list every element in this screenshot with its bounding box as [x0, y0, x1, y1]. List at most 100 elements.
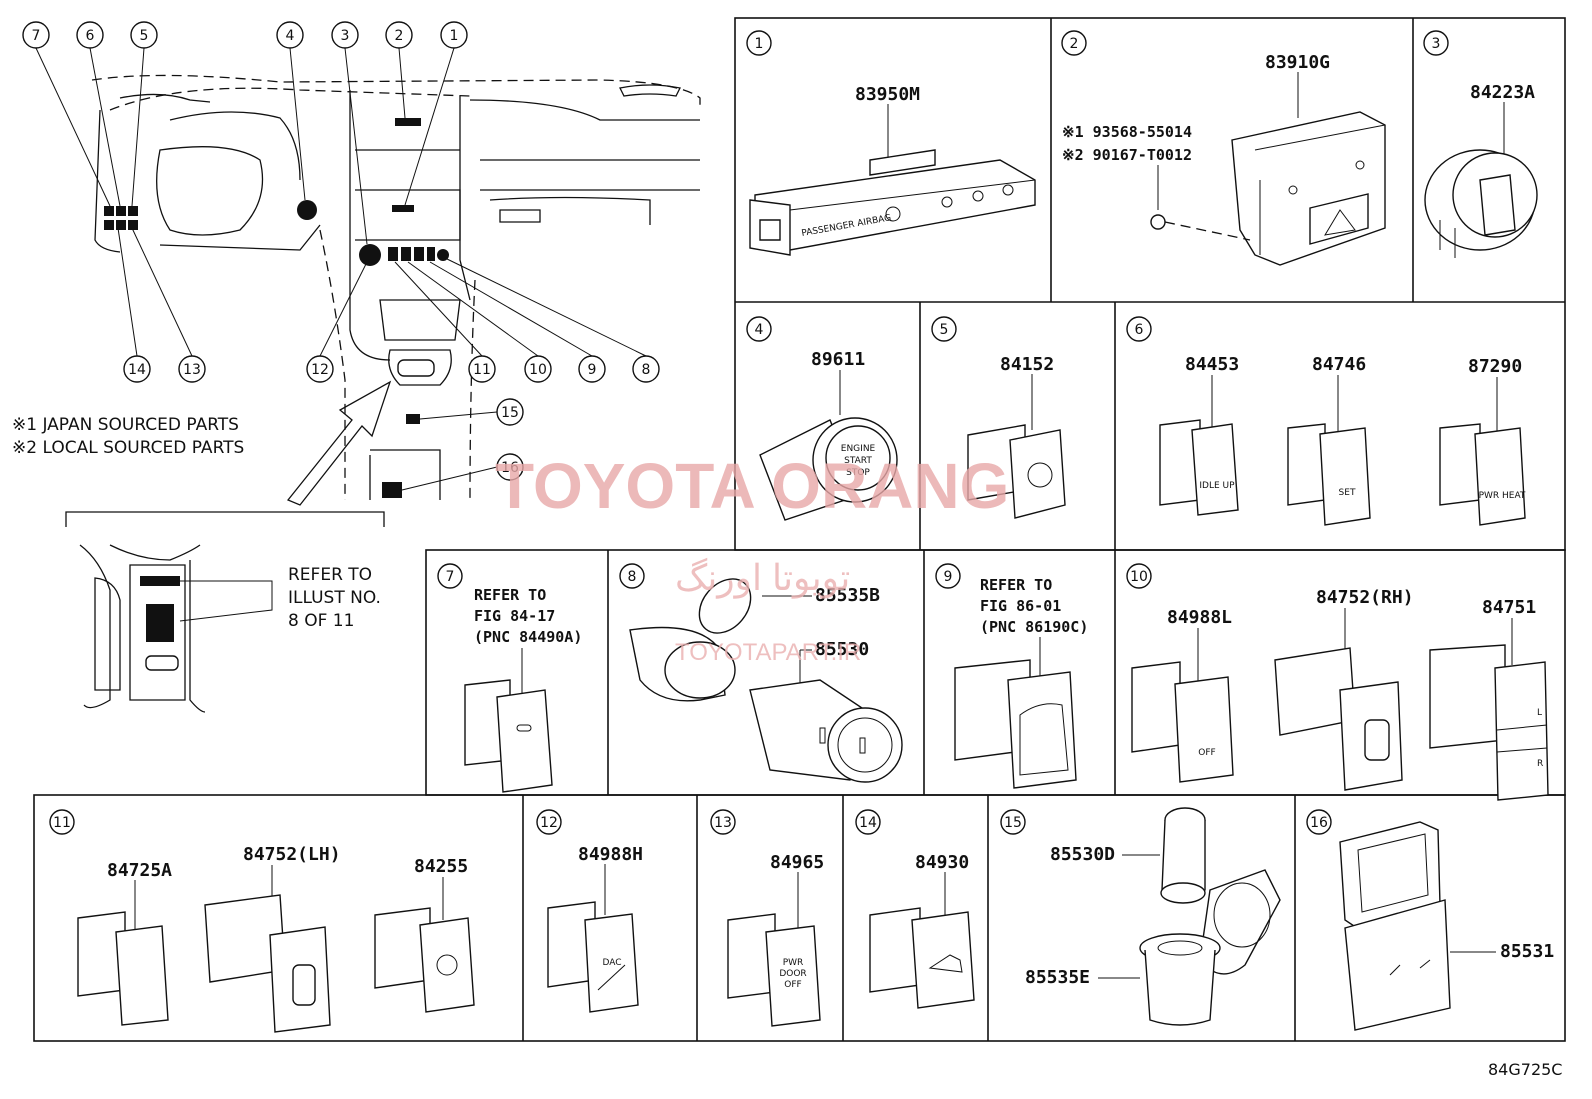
dashboard-overview	[91, 74, 701, 506]
part-number: 89611	[811, 349, 865, 370]
panel-number: 11	[53, 815, 71, 831]
fastener-note-2: ※2 90167-T0012	[1062, 146, 1192, 164]
panel-2: 2 83910G ※1 93568-55014 ※2 90167-T0012	[1061, 30, 1386, 266]
panel-number: 16	[1310, 815, 1328, 831]
watermark-site: TOYOTAPART.IR	[675, 639, 861, 666]
pwr-heat-label: PWR HEAT	[1479, 491, 1526, 501]
part-number-b: 84746	[1312, 354, 1366, 375]
part-number-b: 85530	[815, 639, 869, 660]
refer-illust-line2: ILLUST NO.	[288, 588, 381, 608]
part-number-a: 85530D	[1050, 844, 1115, 865]
part-number-c: 84255	[414, 856, 468, 877]
panel-number: 2	[1070, 36, 1079, 52]
refer-line1: REFER TO	[474, 586, 546, 604]
part-number-a: 85535B	[815, 585, 880, 606]
panel-number: 15	[1004, 815, 1022, 831]
idle-up-label: IDLE UP	[1199, 481, 1235, 491]
panel-grid-lines	[33, 17, 1566, 1042]
part-number: 84930	[915, 852, 969, 873]
pwr-door-line3: OFF	[784, 980, 801, 990]
panel-3: 3 84223A	[1423, 30, 1538, 258]
panel-7: 7 REFER TO FIG 84-17 (PNC 84490A)	[437, 563, 582, 793]
part-number: 84988H	[578, 844, 643, 865]
part-number-a: 84453	[1185, 354, 1239, 375]
l-label: L	[1537, 708, 1542, 718]
callout-5: 5	[140, 28, 149, 44]
console-inset: REFER TO ILLUST NO. 8 OF 11	[65, 511, 385, 713]
panel-number: 5	[940, 322, 949, 338]
part-number-c: 87290	[1468, 356, 1522, 377]
part-number-a: 84988L	[1167, 607, 1232, 628]
panel-1: 1 83950M PASSENGER AIRBAG	[746, 30, 1036, 256]
engine-btn-line1: ENGINE	[841, 444, 876, 454]
dac-label: DAC	[602, 958, 621, 968]
callout-4: 4	[286, 28, 295, 44]
fastener-note-1: ※1 93568-55014	[1062, 123, 1192, 141]
refer-illust-line3: 8 OF 11	[288, 611, 354, 631]
r-label: R	[1537, 759, 1543, 769]
callout-15: 15	[501, 405, 519, 421]
off-label: OFF	[1198, 748, 1215, 758]
callout-10: 10	[529, 362, 547, 378]
callout-14: 14	[128, 362, 146, 378]
panel-number: 6	[1135, 322, 1144, 338]
panel-number: 13	[714, 815, 732, 831]
part-number-b: 84752(LH)	[243, 844, 341, 865]
part-number: 84152	[1000, 354, 1054, 375]
panel-number: 8	[628, 569, 637, 585]
panel-number: 7	[446, 569, 455, 585]
panel-10: 10 84988L 84752(RH) 84751 OFF L R	[1126, 563, 1549, 801]
callout-2: 2	[395, 28, 404, 44]
watermark-persian: تویوتا اورنگ	[675, 557, 850, 599]
callout-6: 6	[86, 28, 95, 44]
refer-line2: FIG 84-17	[474, 607, 555, 625]
part-number: 83950M	[855, 84, 920, 105]
panel-number: 9	[944, 569, 953, 585]
overview-callouts: 7 6 5 4 3 2 1 14 13 12 11 10 9 8 15 16	[22, 21, 660, 491]
callout-1: 1	[450, 28, 459, 44]
callout-9: 9	[588, 362, 597, 378]
refer-line2: FIG 86-01	[980, 597, 1061, 615]
part-number: 85531	[1500, 941, 1554, 962]
watermark: TOYOTA ORANG تویوتا اورنگ TOYOTAPART.IR	[495, 450, 1009, 666]
refer-line3: (PNC 84490A)	[474, 628, 582, 646]
part-number: 83910G	[1265, 52, 1330, 73]
panel-14: 14 84930	[855, 809, 975, 1009]
panel-number: 3	[1432, 36, 1441, 52]
panel-6: 6 84453 84746 87290 IDLE UP SET PWR HEAT	[1126, 316, 1526, 526]
panel-8: 8 85535B 85530	[619, 563, 903, 783]
watermark-main: TOYOTA ORANG	[495, 450, 1009, 522]
panel-13: 13 84965 PWR DOOR OFF	[710, 809, 824, 1027]
note-japan-sourced: ※1 JAPAN SOURCED PARTS	[12, 415, 239, 435]
callout-12: 12	[311, 362, 329, 378]
part-number: 84223A	[1470, 82, 1535, 103]
engine-btn-line2: START	[844, 456, 872, 466]
pwr-door-line2: DOOR	[779, 969, 806, 979]
panel-12: 12 84988H DAC	[536, 809, 643, 1013]
panel-number: 10	[1130, 569, 1148, 585]
panel-4: 4 89611 ENGINE START STOP	[746, 316, 898, 521]
callout-3: 3	[341, 28, 350, 44]
refer-illust-line1: REFER TO	[288, 565, 372, 585]
pwr-door-line1: PWR	[783, 958, 804, 968]
panel-15: 15 85530D 85535E	[1000, 807, 1281, 1026]
engine-btn-line3: STOP	[846, 468, 870, 478]
panel-9: 9 REFER TO FIG 86-01 (PNC 86190C)	[935, 563, 1088, 789]
figure-code: 84G725C	[1488, 1060, 1562, 1079]
callout-7: 7	[32, 28, 41, 44]
part-number: 84965	[770, 852, 824, 873]
refer-line1: REFER TO	[980, 576, 1052, 594]
panel-11: 11 84725A 84752(LH) 84255	[49, 809, 475, 1033]
panel-number: 12	[540, 815, 558, 831]
refer-line3: (PNC 86190C)	[980, 618, 1088, 636]
callout-11: 11	[473, 362, 491, 378]
panel-number: 14	[859, 815, 877, 831]
part-number-a: 84725A	[107, 860, 172, 881]
callout-8: 8	[642, 362, 651, 378]
set-label: SET	[1339, 488, 1356, 498]
part-number-b: 85535E	[1025, 967, 1090, 988]
panel-number: 1	[755, 36, 764, 52]
callout-16: 16	[501, 460, 519, 476]
note-local-sourced: ※2 LOCAL SOURCED PARTS	[12, 438, 244, 458]
